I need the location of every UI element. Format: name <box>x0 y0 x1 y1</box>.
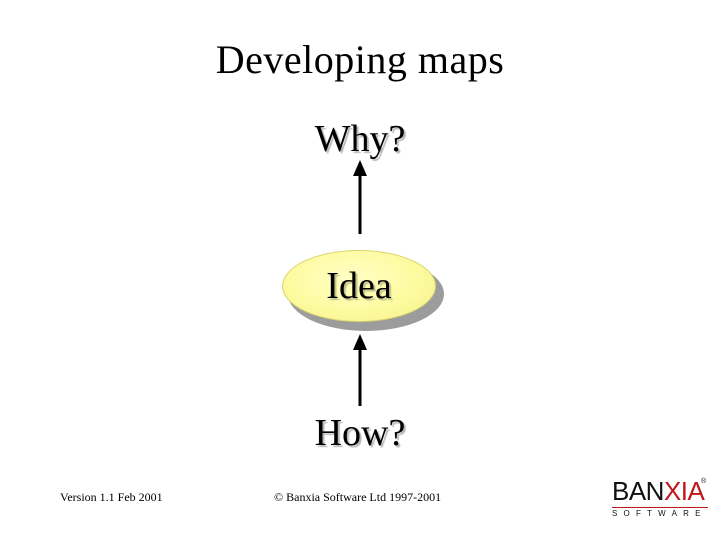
banxia-logo: BANXIA ® SOFTWARE <box>612 477 710 521</box>
logo-subtitle: SOFTWARE <box>612 509 707 518</box>
idea-node-label: Idea <box>326 265 392 307</box>
registered-mark: ® <box>701 478 707 485</box>
logo-rule <box>612 507 708 508</box>
why-label: Why? <box>314 118 406 160</box>
arrow-from-how <box>353 334 367 406</box>
logo-wordmark-part2: XIA <box>663 476 705 506</box>
arrow-to-why <box>353 160 367 234</box>
idea-node: Idea <box>282 250 436 322</box>
logo-wordmark-part1: BAN <box>612 476 664 506</box>
slide-title: Developing maps <box>215 37 505 82</box>
copyright-text: © Banxia Software Ltd 1997-2001 <box>274 490 442 504</box>
version-text: Version 1.1 Feb 2001 <box>60 490 163 504</box>
how-label: How? <box>314 412 406 454</box>
logo-wordmark: BANXIA <box>612 476 705 506</box>
